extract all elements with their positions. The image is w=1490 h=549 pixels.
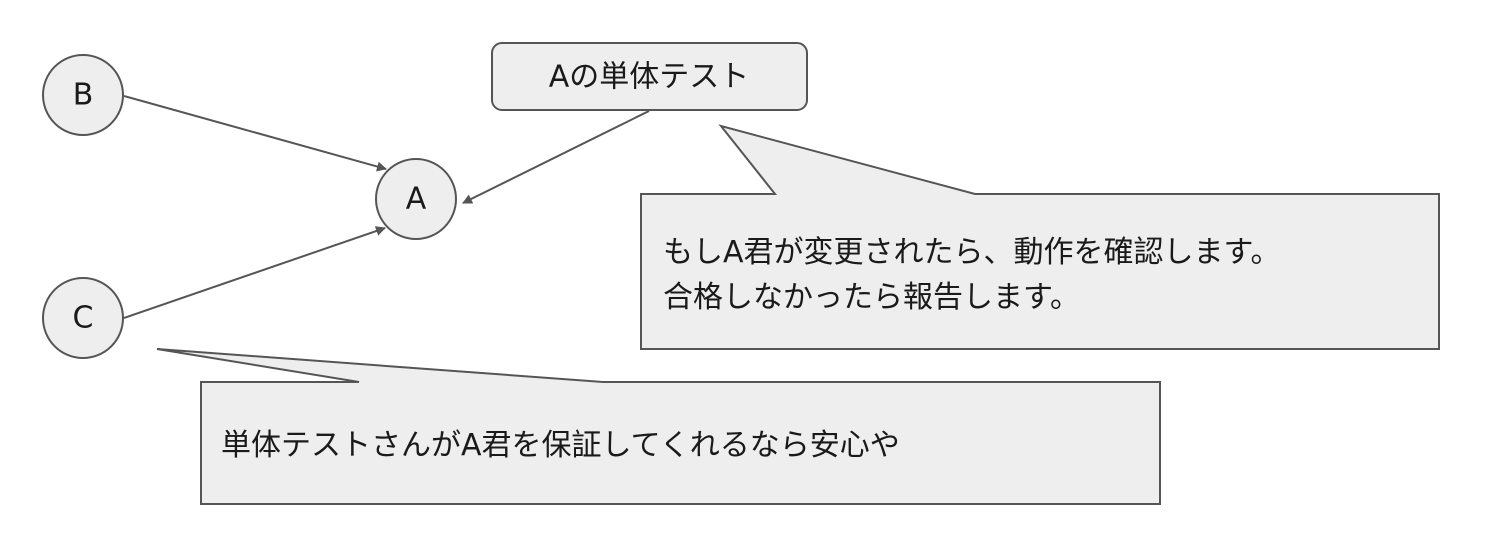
node-b-label: B xyxy=(73,78,94,113)
callout-right-line2: 合格しなかったら報告します。 xyxy=(663,280,1080,315)
edge-c-to-a xyxy=(123,226,386,319)
node-a-circle xyxy=(375,158,457,240)
edge-test-to-a xyxy=(462,110,650,204)
unit-test-box[interactable]: Aの単体テスト xyxy=(491,42,808,111)
callout-right-line1: もしA君が変更されたら、動作を確認します。 xyxy=(663,235,1281,270)
node-a-label: A xyxy=(406,182,427,217)
node-c-circle xyxy=(42,277,124,359)
callout-right: もしA君が変更されたら、動作を確認します。 合格しなかったら報告します。 xyxy=(640,124,1440,350)
node-b-circle xyxy=(42,54,124,136)
node-c[interactable]: C xyxy=(42,277,124,359)
node-a[interactable]: A xyxy=(375,158,457,240)
unit-test-box-label: Aの単体テスト xyxy=(549,60,750,95)
unit-test-box-rect xyxy=(491,42,808,111)
node-c-label: C xyxy=(73,301,94,336)
callout-bottom-shape xyxy=(156,348,1161,505)
node-b[interactable]: B xyxy=(42,54,124,136)
callout-bottom-line1: 単体テストさんがA君を保証してくれるなら安心や xyxy=(221,428,900,463)
callout-right-shape xyxy=(640,124,1440,350)
edge-b-to-a xyxy=(123,95,387,172)
callout-bottom: 単体テストさんがA君を保証してくれるなら安心や xyxy=(156,348,1161,505)
